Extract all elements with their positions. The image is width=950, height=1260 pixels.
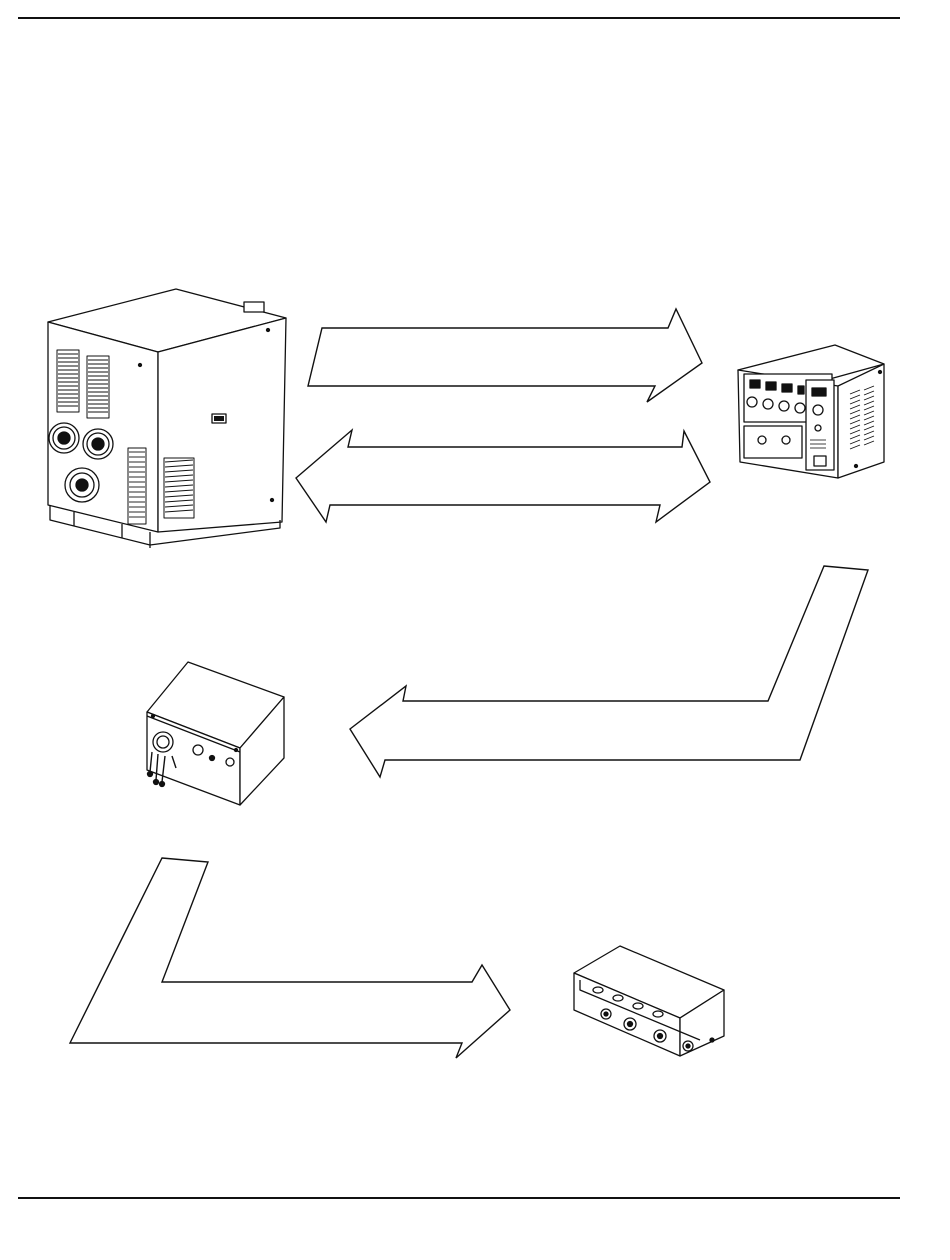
arrow-valve-to-manifold — [70, 858, 510, 1058]
arrow-console-to-valve — [350, 566, 868, 777]
arrow-power-to-console — [308, 309, 702, 402]
valve-module-icon — [147, 662, 284, 805]
power-supply-unit-icon — [48, 289, 286, 548]
manifold-block-icon — [574, 946, 724, 1056]
control-console-icon — [738, 345, 884, 478]
arrow-power-console-bidirectional — [296, 430, 710, 522]
